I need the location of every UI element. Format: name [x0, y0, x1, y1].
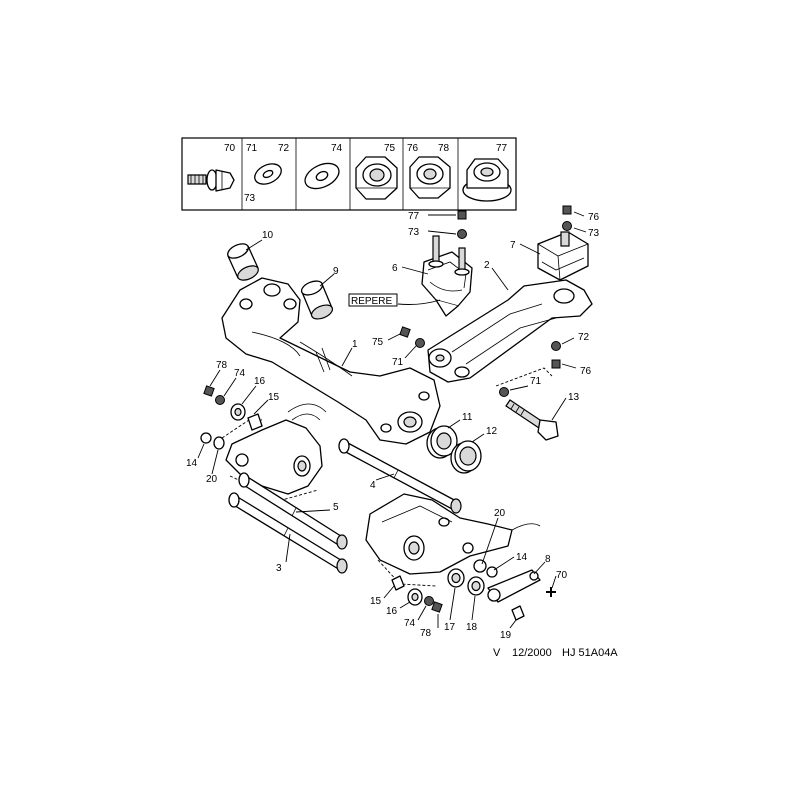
small-washer-icon	[254, 163, 282, 185]
pivot-bracket-right	[365, 493, 541, 587]
screw-with-washer-icon	[187, 169, 235, 192]
legend-ref: 78	[438, 143, 450, 154]
flat-washer-icon	[304, 162, 340, 190]
legend-ref: 71	[246, 143, 258, 154]
callout-label: 16	[386, 606, 398, 617]
torsion-bar-5	[238, 472, 348, 550]
legend-ref: 73	[244, 193, 256, 204]
leader-lines	[197, 211, 587, 629]
lock-nut-icon	[409, 156, 451, 199]
fastener-legend: 70 71 72 73 74 75	[181, 137, 517, 211]
footer-reference: HJ 51A04A	[562, 647, 618, 659]
callout-label: 75	[372, 337, 384, 348]
repere-marker: REPERE	[348, 293, 398, 307]
callout-label: 71	[392, 357, 404, 368]
engine-mount-7	[537, 231, 589, 281]
bearing-12	[450, 440, 482, 474]
link-plate-8	[487, 569, 541, 603]
bolt-13	[505, 399, 559, 441]
bearing-11	[426, 425, 458, 459]
callout-label: 6	[392, 263, 398, 274]
cross-member-1	[221, 277, 441, 445]
callout-label: 73	[588, 228, 600, 239]
bush-9	[300, 280, 334, 320]
callout-numbers: 77 73 6 2 76 73 7 10 9 75 71 72 76 1 71 …	[186, 211, 600, 641]
legend-ref: 77	[496, 143, 508, 154]
callout-label: 3	[276, 563, 282, 574]
torsion-bar-4	[338, 438, 462, 514]
callout-label: 8	[545, 554, 551, 565]
engine-mount-6	[421, 235, 473, 317]
callout-label: 14	[516, 552, 528, 563]
legend-ref: 70	[224, 143, 236, 154]
support-arm-2	[427, 279, 593, 387]
callout-label: 11	[462, 412, 473, 423]
footer-date: 12/2000	[512, 647, 552, 659]
callout-label: 20	[206, 474, 218, 485]
callout-label: 71	[530, 376, 542, 387]
callout-label: 9	[333, 266, 339, 277]
callout-label: 15	[268, 392, 280, 403]
hex-nut-icon	[355, 156, 398, 200]
torsion-bar-3	[228, 492, 348, 574]
callout-label: 14	[186, 458, 198, 469]
small-fasteners	[200, 205, 572, 621]
callout-label: 20	[494, 508, 506, 519]
callout-label: 2	[484, 260, 490, 271]
legend-ref: 74	[331, 143, 343, 154]
callout-label: 15	[370, 596, 382, 607]
callout-label: 12	[486, 426, 498, 437]
legend-ref: 72	[278, 143, 290, 154]
callout-label: 74	[234, 368, 246, 379]
callout-label: 10	[262, 230, 274, 241]
callout-label: 13	[568, 392, 580, 403]
callout-label: 17	[444, 622, 456, 633]
callout-label: 77	[408, 211, 420, 222]
callout-label: 1	[352, 339, 358, 350]
callout-label: 7	[510, 240, 516, 251]
diagram-footer: V 12/2000 HJ 51A04A	[493, 647, 618, 659]
callout-label: 18	[466, 622, 478, 633]
callout-label: 76	[588, 212, 600, 223]
callout-label: 5	[333, 502, 339, 513]
callout-label: 76	[580, 366, 592, 377]
callout-label: 72	[578, 332, 590, 343]
callout-label: 70	[556, 570, 568, 581]
legend-ref: 75	[384, 143, 396, 154]
legend-ref: 76	[407, 143, 419, 154]
bush-10	[227, 243, 259, 281]
callout-label: 19	[500, 630, 512, 641]
callout-label: 16	[254, 376, 266, 387]
repere-label: REPERE	[351, 296, 392, 307]
flange-nut-icon	[462, 158, 512, 202]
callout-label: 73	[408, 227, 420, 238]
callout-label: 78	[216, 360, 228, 371]
pivot-bracket-left	[221, 403, 327, 501]
callout-label: 74	[404, 618, 416, 629]
footer-version: V	[493, 647, 501, 659]
callout-label: 78	[420, 628, 432, 639]
callout-label: 4	[370, 480, 376, 491]
